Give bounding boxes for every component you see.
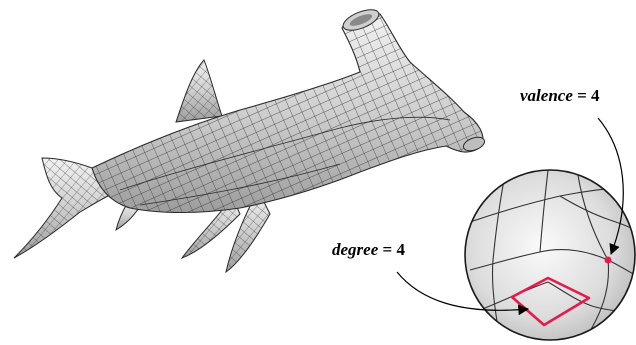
- degree-label: degree = 4: [332, 240, 405, 260]
- degree-variable: degree: [332, 240, 378, 259]
- degree-operator: =: [378, 240, 396, 259]
- valence-variable: valence: [520, 86, 573, 105]
- magnifier-lens: [465, 170, 636, 345]
- dorsal-fin: [176, 60, 222, 122]
- shark-body: [92, 5, 486, 212]
- highlighted-vertex: [605, 257, 612, 264]
- valence-value: 4: [591, 86, 600, 105]
- valence-label: valence = 4: [520, 86, 600, 106]
- valence-operator: =: [573, 86, 591, 105]
- degree-value: 4: [396, 240, 405, 259]
